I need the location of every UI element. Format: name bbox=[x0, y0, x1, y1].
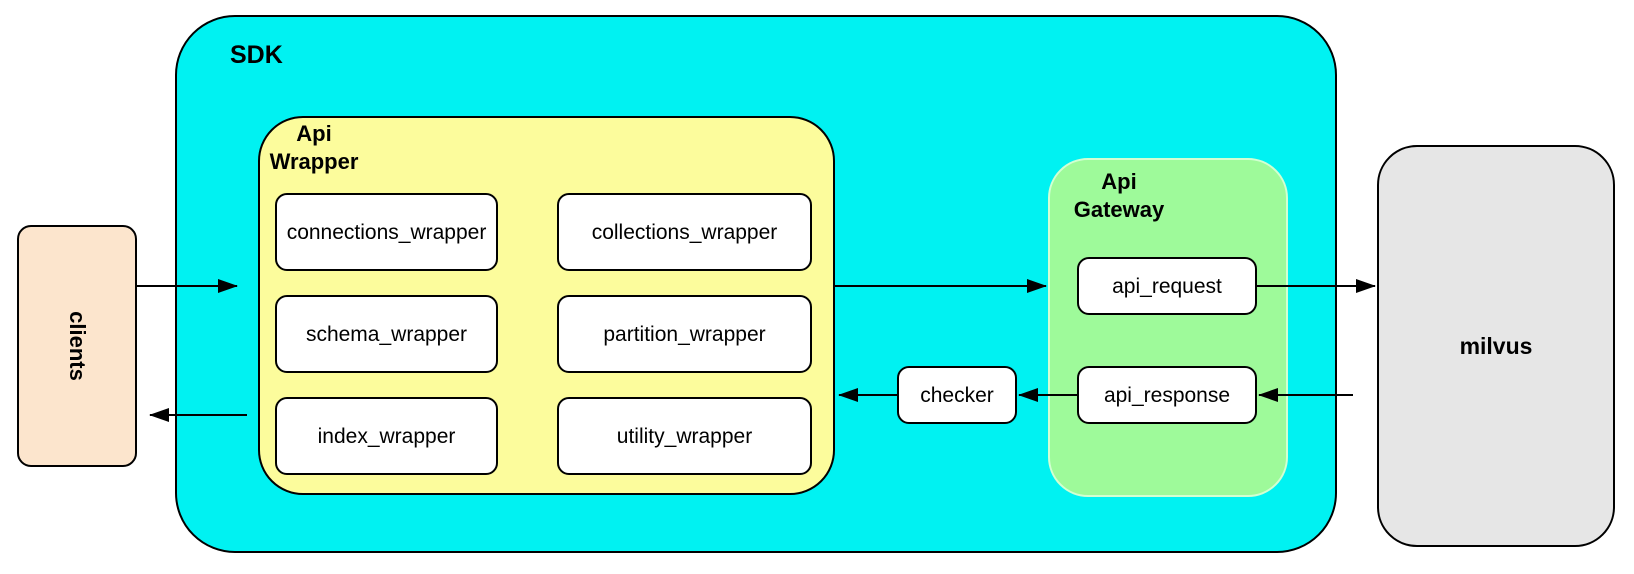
connections-wrapper-node: connections_wrapper bbox=[275, 193, 498, 271]
sdk-label: SDK bbox=[230, 41, 283, 69]
utility-wrapper-node: utility_wrapper bbox=[557, 397, 812, 475]
milvus-node: milvus bbox=[1377, 145, 1615, 547]
api-gateway-container bbox=[1048, 158, 1288, 497]
clients-node: clients bbox=[17, 225, 137, 467]
milvus-label: milvus bbox=[1459, 332, 1533, 359]
api-response-node: api_response bbox=[1077, 366, 1257, 424]
api-gateway-label-line2: Gateway bbox=[1073, 196, 1165, 222]
checker-node: checker bbox=[897, 366, 1017, 424]
partition-wrapper-node: partition_wrapper bbox=[557, 295, 812, 373]
index-wrapper-node: index_wrapper bbox=[275, 397, 498, 475]
api-gateway-label: Api Gateway bbox=[1058, 168, 1180, 223]
schema-wrapper-node: schema_wrapper bbox=[275, 295, 498, 373]
collections-wrapper-node: collections_wrapper bbox=[557, 193, 812, 271]
clients-label: clients bbox=[65, 311, 90, 381]
api-request-node: api_request bbox=[1077, 257, 1257, 315]
api-wrapper-label-line1: Api bbox=[296, 121, 332, 146]
api-wrapper-label-line2: Wrapper bbox=[269, 148, 359, 174]
api-wrapper-label: Api Wrapper bbox=[258, 120, 370, 175]
api-gateway-label-line1: Api bbox=[1101, 169, 1137, 194]
